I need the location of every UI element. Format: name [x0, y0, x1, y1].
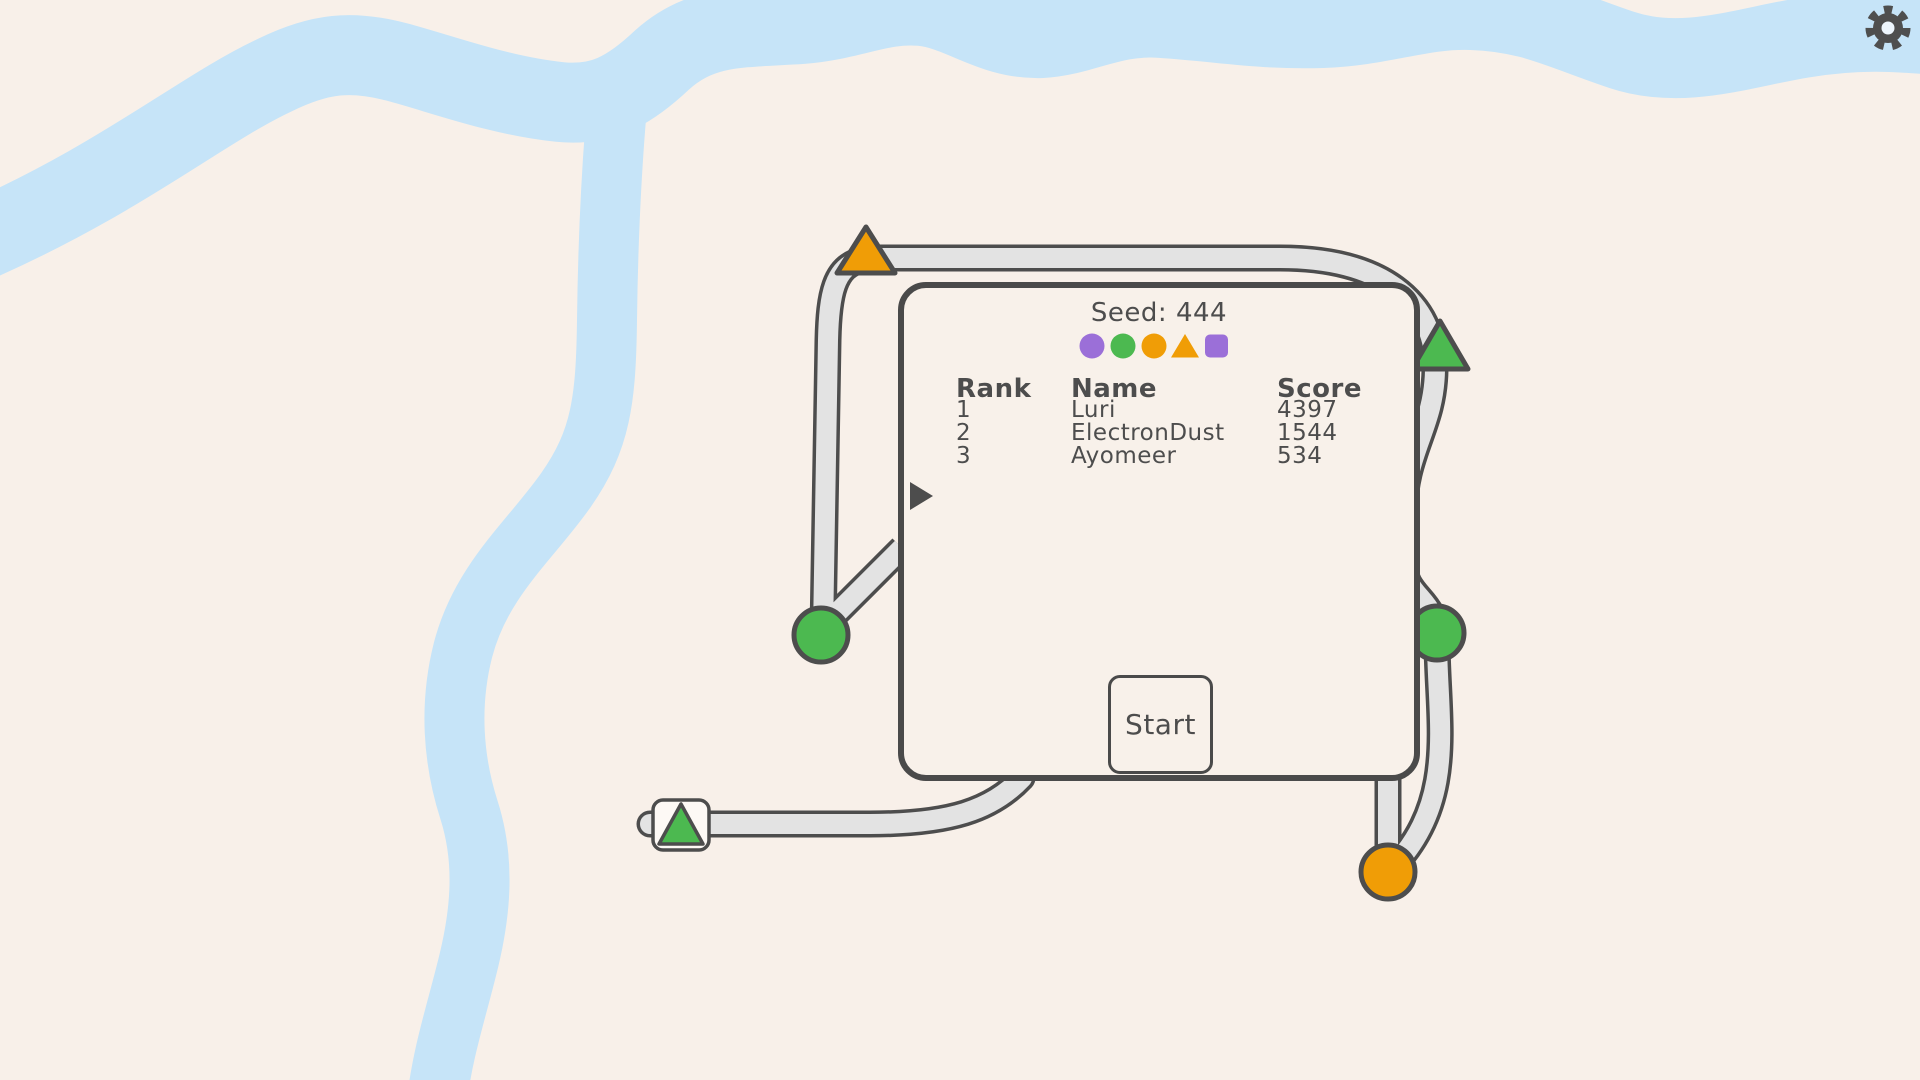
house-triangle-icon — [657, 802, 705, 846]
table-row-score: 1544 — [1277, 420, 1338, 446]
shape-sequence — [904, 332, 1414, 359]
house-station — [651, 798, 711, 852]
settings-gear-icon[interactable] — [1862, 2, 1914, 54]
table-row-score: 4397 — [1277, 397, 1338, 423]
play-marker-icon[interactable] — [910, 482, 933, 510]
table-row-rank: 1 — [956, 397, 972, 423]
table-row-score: 534 — [1277, 443, 1323, 469]
table-row-name: Luri — [1071, 397, 1116, 423]
purple-square-icon — [1205, 334, 1228, 358]
station-triangle-green — [1409, 318, 1471, 372]
table-row-rank: 3 — [956, 443, 972, 469]
table-row-name: Ayomeer — [1071, 443, 1177, 469]
name-header: Name — [1071, 374, 1158, 404]
seed-label: Seed: 444 — [1090, 298, 1228, 328]
table-row-name: ElectronDust — [1071, 420, 1225, 446]
leaderboard-table: Rank Name Score 1 Luri 4397 2 ElectronDu… — [956, 376, 1376, 468]
stations — [791, 224, 1471, 902]
purple-circle-icon — [1079, 333, 1105, 359]
rank-header: Rank — [956, 374, 1032, 404]
orange-circle-icon — [1141, 333, 1167, 359]
station-circle-orange — [1358, 842, 1418, 902]
river-branch — [409, 92, 648, 1080]
orange-triangle-icon — [1171, 334, 1199, 358]
seed-dialog: Seed: 444 Rank Name Score 1 Luri 4397 2 … — [898, 282, 1420, 781]
river-main — [0, 0, 1920, 276]
station-triangle-orange — [834, 224, 898, 276]
score-header: Score — [1277, 374, 1362, 404]
shape-sequence-icons — [1079, 333, 1228, 359]
start-button[interactable]: Start — [1108, 675, 1213, 774]
table-row-rank: 2 — [956, 420, 972, 446]
station-circle-green-left — [791, 605, 851, 665]
green-circle-icon — [1110, 333, 1136, 359]
